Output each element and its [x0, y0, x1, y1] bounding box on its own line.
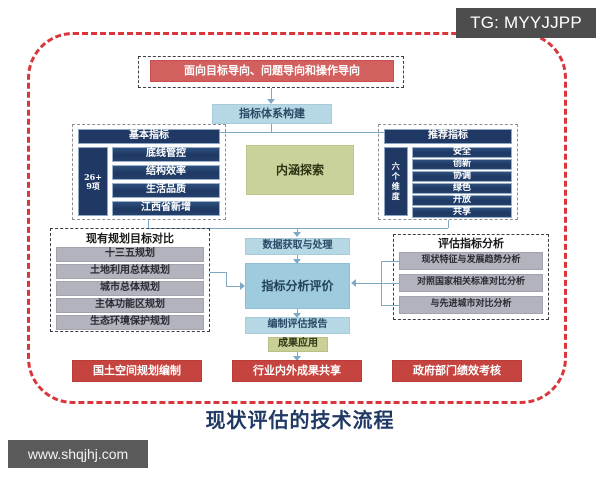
recommended-indicator-header: 推荐指标 [384, 129, 512, 144]
connector-left-panel-h2 [226, 286, 241, 287]
basic-item-0: 底线管控 [112, 147, 220, 162]
connector-split-v [271, 124, 272, 132]
connector-right-arrow [351, 279, 356, 287]
connector-data-to-analysis [297, 255, 298, 261]
outer-dashed-frame [27, 32, 567, 404]
recommended-item-1: 创新 [412, 159, 512, 170]
connector-merge-left-v [148, 220, 149, 228]
recommended-item-4: 开放 [412, 195, 512, 206]
indicator-analysis-panel [393, 234, 549, 320]
result-application-box: 成果应用 [268, 337, 328, 352]
connector-left-panel-arrow [240, 282, 245, 290]
recommended-item-3: 绿色 [412, 183, 512, 194]
recommended-item-0: 安全 [412, 147, 512, 158]
basic-item-1: 结构效率 [112, 165, 220, 180]
six-dimensions-text: 六个维度 [391, 161, 402, 202]
indicator-analysis-item-1: 对照国家相关标准对比分析 [399, 274, 543, 292]
existing-plan-item-4: 生态环境保护规划 [56, 315, 204, 330]
recommended-item-5: 共享 [412, 207, 512, 218]
connector-top-arrow1 [267, 99, 275, 104]
connector-merge-center-v [297, 228, 298, 234]
bottom-app-box-1: 行业内外成果共享 [232, 360, 362, 382]
existing-plans-panel [50, 228, 210, 332]
connector-left-panel-h1 [210, 272, 226, 273]
basic-item-3: 江西省新增 [112, 201, 220, 216]
existing-plan-item-2: 城市总体规划 [56, 281, 204, 296]
connector-data-arrow [293, 259, 301, 264]
tg-badge: TG: MYYJJPP [456, 8, 596, 38]
connector-right-h0 [381, 261, 399, 262]
basic-item-2: 生活品质 [112, 183, 220, 198]
indicator-analysis-item-2: 与先进城市对比分析 [399, 296, 543, 314]
connector-right-h1 [381, 283, 399, 284]
existing-plan-item-0: 十三五规划 [56, 247, 204, 262]
data-acquisition-box: 数据获取与处理 [245, 238, 350, 255]
connector-analysis-to-report [297, 309, 298, 315]
existing-plans-title: 现有规划目标对比 [86, 231, 174, 245]
connector-right-h2 [381, 305, 399, 306]
site-watermark: www.shqjhj.com [8, 440, 148, 468]
connector-result-down [297, 352, 298, 358]
system-construct-box: 指标体系构建 [212, 104, 332, 124]
count-line-1: 26+ [84, 172, 102, 183]
basic-indicator-header: 基本指标 [78, 129, 220, 144]
connector-split-h [148, 132, 448, 133]
connector-left-panel-v [226, 272, 227, 286]
basic-indicator-count-label: 26+ 9项 [78, 147, 108, 216]
six-dimensions-label: 六个维度 [384, 147, 408, 216]
orientation-group-dashed-box [138, 56, 404, 88]
connector-result-arrow [293, 356, 301, 361]
count-line-2: 9项 [86, 180, 100, 191]
existing-plan-item-1: 土地利用总体规划 [56, 264, 204, 279]
indicator-analysis-item-0: 现状特征与发展趋势分析 [399, 252, 543, 270]
connector-report-arrow [293, 313, 301, 318]
indicator-analysis-title: 评估指标分析 [438, 237, 504, 250]
connector-merge-h [148, 228, 448, 229]
connotation-exploration-box: 内涵探索 [246, 145, 354, 195]
recommended-indicator-panel [378, 124, 518, 220]
figure-caption: 现状评估的技术流程 [205, 407, 395, 432]
orientation-box: 面向目标导向、问题导向和操作导向 [150, 60, 394, 82]
basic-indicator-panel [72, 124, 226, 220]
connector-merge-right-v [448, 220, 449, 228]
connector-merge-arrow [293, 232, 301, 237]
indicator-analysis-eval-box: 指标分析评价 [245, 263, 350, 309]
existing-plan-item-3: 主体功能区规划 [56, 298, 204, 313]
compile-report-box: 编制评估报告 [245, 317, 350, 334]
bottom-app-box-2: 政府部门绩效考核 [392, 360, 522, 382]
connector-top-v1 [271, 88, 272, 100]
recommended-item-2: 协调 [412, 171, 512, 182]
connector-right-to-analysis [356, 283, 381, 284]
bottom-app-box-0: 国土空间规划编制 [72, 360, 202, 382]
